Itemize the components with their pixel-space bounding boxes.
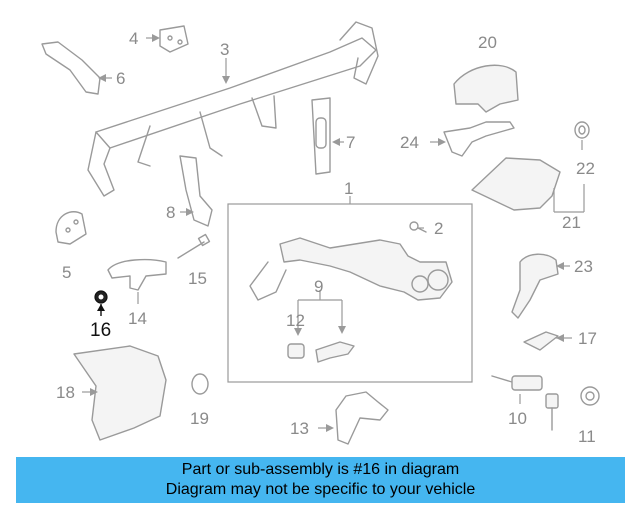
part-3-crosscar-beam	[87, 21, 379, 197]
part-17-plate	[523, 331, 572, 351]
part-2-screw	[409, 221, 427, 233]
part-14-clamp	[107, 258, 167, 304]
label-6: 6	[116, 69, 125, 88]
label-21: 21	[562, 213, 581, 232]
label-5: 5	[62, 263, 71, 282]
part-5-oval-bracket	[55, 211, 87, 245]
part-8-side-bracket	[179, 155, 213, 227]
banner-line-part: Part or sub-assembly is #16 in diagram	[181, 461, 460, 478]
label-11: 11	[578, 427, 596, 446]
part-20-shroud	[453, 64, 519, 113]
label-12: 12	[286, 311, 305, 330]
label-9: 9	[314, 277, 323, 296]
label-18: 18	[56, 383, 75, 402]
part-11-washer	[580, 386, 600, 406]
label-15: 15	[188, 269, 207, 288]
part-9-12-leaders	[294, 290, 346, 336]
banner-line-disclaimer: Diagram may not be specific to your vehi…	[165, 481, 476, 498]
part-24-switch	[430, 121, 515, 157]
label-7: 7	[346, 133, 355, 152]
label-4: 4	[129, 29, 138, 48]
label-16: 16	[90, 320, 111, 341]
label-17: 17	[578, 329, 597, 348]
part-6-brace	[41, 41, 112, 95]
part-13-lower-bracket	[318, 391, 389, 445]
label-13: 13	[290, 419, 309, 438]
part-23-lever-switch	[511, 253, 570, 319]
label-23: 23	[574, 257, 593, 276]
exploded-parts-diagram: 6 4 3 7 8 5	[41, 21, 600, 446]
part-15-bolt	[177, 233, 211, 259]
part-info-banner: Part or sub-assembly is #16 in diagram D…	[16, 457, 625, 503]
label-20: 20	[478, 33, 497, 52]
part-1-column-box	[227, 196, 473, 383]
part-18-lower-cover	[73, 345, 167, 441]
part-19-grommet	[191, 373, 209, 395]
label-1: 1	[344, 179, 353, 198]
label-8: 8	[166, 203, 175, 222]
part-22-ring	[574, 121, 590, 150]
part-9-lever	[315, 341, 355, 363]
label-10: 10	[508, 409, 527, 428]
part-21-housing	[471, 157, 585, 213]
part-12-bushing	[287, 343, 305, 359]
part-7-plate	[311, 97, 344, 175]
label-24: 24	[400, 133, 419, 152]
label-22: 22	[576, 159, 595, 178]
label-19: 19	[190, 409, 209, 428]
part-10-lock-cylinder	[491, 375, 559, 431]
label-14: 14	[128, 309, 147, 328]
label-3: 3	[220, 40, 229, 59]
part-16-nut	[94, 290, 108, 316]
label-2: 2	[434, 219, 443, 238]
part-4-bracket	[146, 25, 189, 53]
